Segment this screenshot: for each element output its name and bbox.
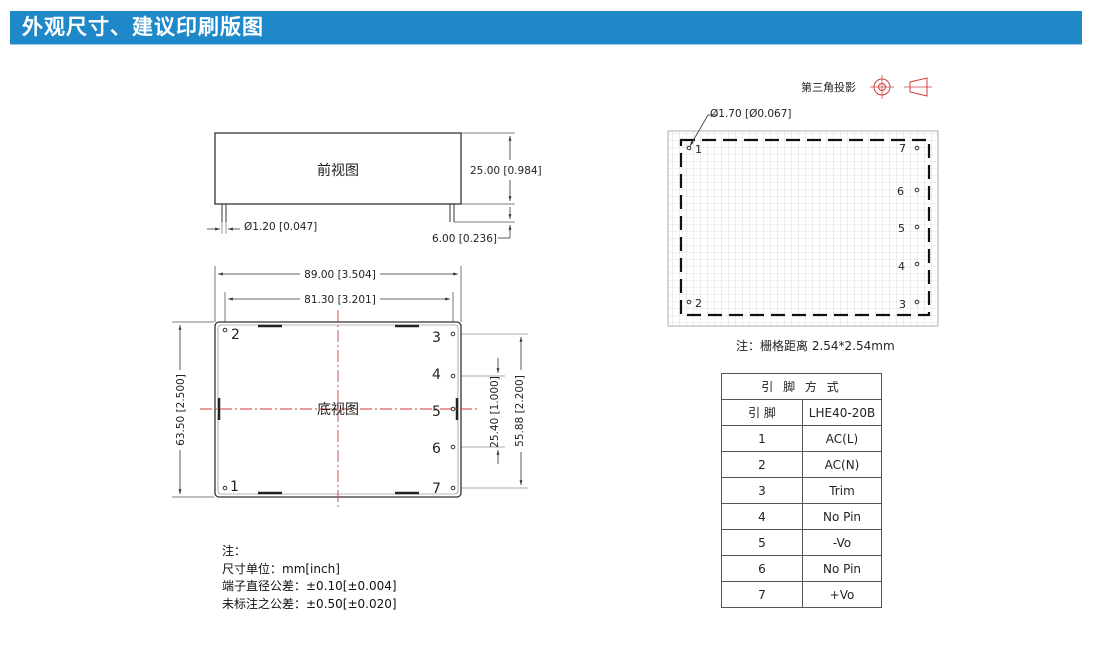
- table-row: 7 +Vo: [721, 581, 882, 608]
- pin-function: -Vo: [802, 529, 882, 556]
- pin-function: Trim: [802, 477, 882, 504]
- pin-label-5: 5: [432, 404, 441, 420]
- table-row: 2 AC(N): [721, 451, 882, 478]
- bottom-view-label: 底视图: [317, 402, 359, 418]
- notes-pin-tolerance: 端子直径公差：±0.10[±0.004]: [222, 579, 397, 593]
- pin-table-header: 引 脚 LHE40-20B: [721, 399, 882, 426]
- pin-number: 5: [721, 529, 803, 556]
- notes-title: 注：: [222, 544, 247, 558]
- pin-table-col-pin: 引 脚: [721, 399, 803, 426]
- header-rule: [10, 44, 1082, 45]
- pin-table: 引 脚 方 式 引 脚 LHE40-20B 1 AC(L) 2 AC(N) 3 …: [721, 373, 882, 608]
- layout-pin-4: 4: [898, 260, 905, 273]
- front-view-body: [214, 132, 462, 205]
- notes-block: 注： 尺寸单位：mm[inch] 端子直径公差：±0.10[±0.004] 未标…: [222, 543, 397, 613]
- pin-table-title-row: 引 脚 方 式: [721, 373, 882, 400]
- pin-function: AC(N): [802, 451, 882, 478]
- bottom-view: 底视图 2 1 3 4 5 6 7: [200, 310, 478, 508]
- pin-function: +Vo: [802, 581, 882, 608]
- dim-pin-span: 81.30 [3.201]: [304, 294, 376, 306]
- page-title: 外观尺寸、建议印刷版图: [22, 15, 264, 39]
- table-row: 5 -Vo: [721, 529, 882, 556]
- dim-pin-length: 6.00 [0.236]: [432, 233, 497, 245]
- table-row: 3 Trim: [721, 477, 882, 504]
- table-row: 6 No Pin: [721, 555, 882, 582]
- layout-pin-1: 1: [695, 143, 702, 156]
- pin-number: 2: [721, 451, 803, 478]
- pin-function: AC(L): [802, 425, 882, 452]
- dim-pitch: 25.40 [1.000]: [489, 376, 501, 448]
- pin-label-7: 7: [432, 481, 441, 497]
- dim-pin-diameter: Ø1.20 [0.047]: [244, 221, 317, 233]
- pin-label-6: 6: [432, 441, 441, 457]
- notes-unit: 尺寸单位：mm[inch]: [222, 561, 340, 576]
- bottom-view-dimensions: 89.00 [3.504] 81.30 [3.201] 63.50 [2.500…: [172, 266, 528, 498]
- layout-pin-3: 3: [899, 298, 906, 311]
- module-outline: [679, 138, 931, 317]
- projection-label: 第三角投影: [801, 81, 856, 94]
- pin-label-4: 4: [432, 367, 441, 383]
- pin-number: 4: [721, 503, 803, 530]
- layout-pin-5: 5: [898, 222, 905, 235]
- pcb-layout: Ø1.70 [Ø0.067] 1 2 3 4 5 6 7: [667, 108, 939, 327]
- table-row: 1 AC(L): [721, 425, 882, 452]
- dim-bottom-width: 89.00 [3.504]: [304, 269, 376, 281]
- pin-function: No Pin: [802, 555, 882, 582]
- layout-pin-6: 6: [897, 185, 904, 198]
- pin-number: 1: [721, 425, 803, 452]
- layout-pin-7: 7: [899, 142, 906, 155]
- dim-pin-column: 55.88 [2.200]: [514, 375, 526, 447]
- pin-number: 7: [721, 581, 803, 608]
- dim-bottom-height: 63.50 [2.500]: [175, 374, 187, 446]
- pin-label-3: 3: [432, 330, 441, 346]
- dim-front-height: 25.00 [0.984]: [470, 165, 542, 177]
- dim-hole-diameter: Ø1.70 [Ø0.067]: [710, 108, 792, 120]
- pin-table-col-model: LHE40-20B: [802, 399, 882, 426]
- front-view-dimensions: 25.00 [0.984] 6.00 [0.236] Ø1.20 [0.047]: [207, 132, 542, 245]
- pin-number: 3: [721, 477, 803, 504]
- front-view-label: 前视图: [317, 162, 359, 179]
- grid-note: 注：栅格距离 2.54*2.54mm: [736, 339, 895, 353]
- header-bar: 外观尺寸、建议印刷版图: [10, 11, 1082, 44]
- layout-pin-2: 2: [695, 297, 702, 310]
- pin-label-2: 2: [231, 327, 240, 343]
- layout-grid: [667, 130, 939, 327]
- table-row: 4 No Pin: [721, 503, 882, 530]
- pin-function: No Pin: [802, 503, 882, 530]
- pin-number: 6: [721, 555, 803, 582]
- notes-general-tolerance: 未标注之公差：±0.50[±0.020]: [222, 596, 397, 611]
- pin-table-title: 引 脚 方 式: [721, 373, 882, 400]
- pin-label-1: 1: [230, 479, 239, 495]
- front-view: 前视图: [214, 132, 462, 222]
- third-angle-projection-icon: [870, 75, 932, 99]
